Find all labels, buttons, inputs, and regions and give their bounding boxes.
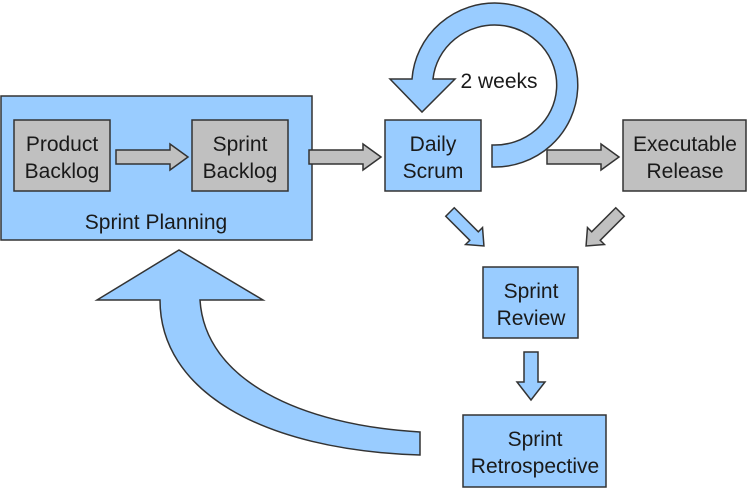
sprint-review-label-2: Review — [497, 307, 567, 330]
product-backlog-label-2: Backlog — [25, 160, 100, 183]
daily-scrum-label-1: Daily — [410, 133, 457, 156]
sprint-review-label-1: Sprint — [504, 280, 559, 303]
sprint-retrospective-node: Sprint Retrospective — [462, 414, 607, 488]
executable-release-label-2: Release — [646, 160, 723, 183]
product-backlog-node: Product Backlog — [13, 119, 111, 192]
product-backlog-label-1: Product — [26, 133, 99, 156]
arrow-daily-scrum-to-review — [444, 206, 485, 247]
arrow-release-to-review — [585, 206, 626, 247]
sprint-review-node: Sprint Review — [482, 266, 579, 339]
sprint-retrospective-label-2: Retrospective — [471, 455, 599, 478]
daily-scrum-node: Daily Scrum — [384, 119, 482, 192]
sprint-backlog-label-2: Backlog — [203, 160, 278, 183]
executable-release-label-1: Executable — [633, 133, 737, 156]
arrow-daily-scrum-to-release — [546, 142, 621, 172]
cycle-arrow-icon — [388, 2, 579, 168]
arrow-product-to-sprint-backlog — [115, 142, 190, 172]
arrow-review-to-retrospective — [515, 351, 547, 402]
retrospective-to-planning-arrow — [94, 249, 421, 456]
sprint-backlog-label-1: Sprint — [213, 133, 268, 156]
arrow-planning-to-daily-scrum — [308, 142, 383, 172]
sprint-backlog-node: Sprint Backlog — [191, 119, 289, 192]
cycle-duration-label: 2 weeks — [460, 70, 537, 93]
daily-scrum-label-2: Scrum — [403, 160, 464, 183]
sprint-planning-label: Sprint Planning — [85, 211, 227, 234]
executable-release-node: Executable Release — [622, 119, 747, 192]
sprint-retrospective-label-1: Sprint — [508, 428, 563, 451]
